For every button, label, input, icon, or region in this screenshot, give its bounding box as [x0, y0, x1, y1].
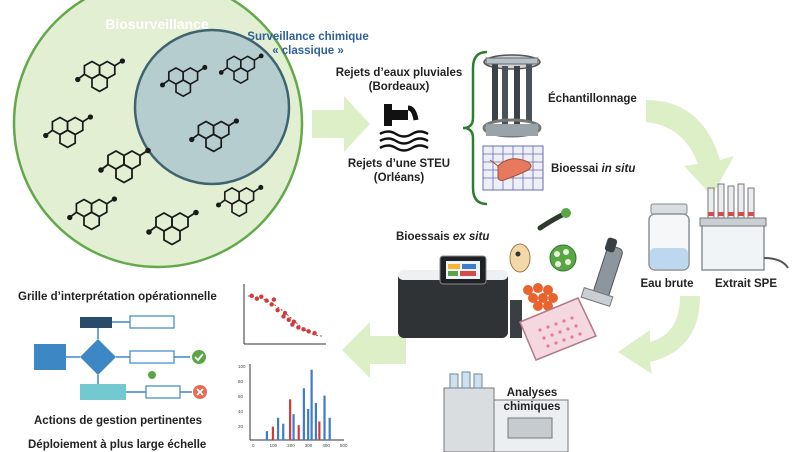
spe-extract-label: Extrait SPE: [715, 278, 777, 290]
flow-top-box: [80, 317, 112, 328]
chromatogram-x-tick: 500: [340, 443, 348, 448]
scatter-point: [269, 302, 274, 307]
deployment-label: Déploiement à plus large échelle: [28, 439, 207, 451]
scatter-point: [282, 310, 288, 316]
spe-rack-icon: [699, 183, 789, 271]
chem-surveillance-label-line2: « classique »: [272, 45, 344, 57]
chromatogram-y-tick: 80: [238, 379, 244, 384]
discharge-pipe-icon: [379, 104, 429, 152]
flow-top-outline: [129, 315, 175, 329]
flow-mid-outline: [129, 350, 175, 364]
flow-start-box: [34, 344, 66, 370]
chromatogram-x-tick: 100: [270, 443, 278, 448]
pluvial-discharge-label-line1: Rejets d’eaux pluviales: [335, 67, 463, 79]
scatter-point: [286, 317, 291, 322]
plate-reader-icon: [398, 255, 522, 338]
scatter-point: [306, 329, 311, 334]
algae-cell-icon: [549, 244, 577, 272]
chromatogram-y-tick: 40: [238, 409, 244, 414]
flow-arrow-down-right: [646, 100, 734, 196]
scatter-point: [291, 319, 297, 324]
eggs-icon: [523, 283, 558, 311]
biosurveillance-label: Biosurveillance: [105, 16, 209, 32]
scatter-point: [259, 294, 264, 299]
flow-arrow-left: [342, 322, 406, 378]
grid-title-label: Grille d’interprétation opérationnelle: [18, 291, 217, 303]
flow-bottom-outline: [145, 385, 181, 399]
chromatogram-y-tick: 20: [238, 424, 244, 429]
jar-icon: [648, 203, 690, 271]
raw-water-label: Eau brute: [640, 278, 694, 290]
chem-analyses-label-line2: chimiques: [503, 401, 561, 413]
flow-arrow-right: [312, 96, 370, 152]
chem-surveillance-label-line1: Surveillance chimique: [247, 31, 369, 43]
chromatogram-x-tick: 300: [305, 443, 313, 448]
chromatogram-x-tick: 400: [322, 443, 330, 448]
bioassay-insitu-label: Bioessai in situ: [551, 163, 636, 175]
bioassay-insitu-grid: [482, 145, 544, 191]
chem-analyses-label-line1: Analyses: [506, 387, 558, 399]
pluvial-discharge-label-line2: (Bordeaux): [368, 81, 430, 93]
scatter-point: [264, 298, 269, 303]
microplate-icon: [519, 297, 598, 361]
larva-icon: [537, 208, 571, 231]
scatter-point: [275, 307, 280, 313]
scatter-point: [254, 296, 260, 301]
bioassay-exsitu-label: Bioessais ex situ: [396, 231, 490, 243]
scatter-point: [312, 331, 317, 336]
chromatogram-x-tick: 0: [252, 443, 255, 448]
chromatogram-chart: 0 100 200 300 400 500 100 80 60 40 20: [238, 364, 348, 448]
steu-discharge-label-line1: Rejets d’une STEU: [347, 158, 451, 170]
scatter-point: [271, 297, 277, 302]
check-icon: [192, 350, 206, 364]
shrimp-icon: [489, 158, 532, 181]
chromatogram-y-tick: 60: [238, 394, 244, 399]
flow-bottom-box: [80, 384, 126, 400]
brace: [462, 50, 488, 206]
dose-response-chart: [243, 284, 326, 345]
chromatogram-y-tick: 100: [238, 364, 246, 369]
sampler-icon: [482, 54, 542, 138]
scatter-point: [281, 314, 286, 319]
scatter-point: [301, 327, 306, 332]
flow-decision-diamond: [80, 339, 116, 375]
decision-flowchart: [34, 315, 207, 400]
scatter-point: [296, 325, 301, 330]
pipette-icon: [580, 237, 623, 308]
steu-discharge-label-line2: (Orléans): [373, 172, 425, 184]
chromatogram-x-tick: 200: [287, 443, 295, 448]
scatter-point: [249, 293, 254, 298]
actions-label: Actions de gestion pertinentes: [34, 415, 203, 427]
daphnia-icon: [509, 243, 531, 273]
flow-arrow-down-left: [618, 296, 700, 374]
sampling-label: Échantillonnage: [548, 93, 637, 105]
analyzer-icon: [443, 371, 569, 452]
